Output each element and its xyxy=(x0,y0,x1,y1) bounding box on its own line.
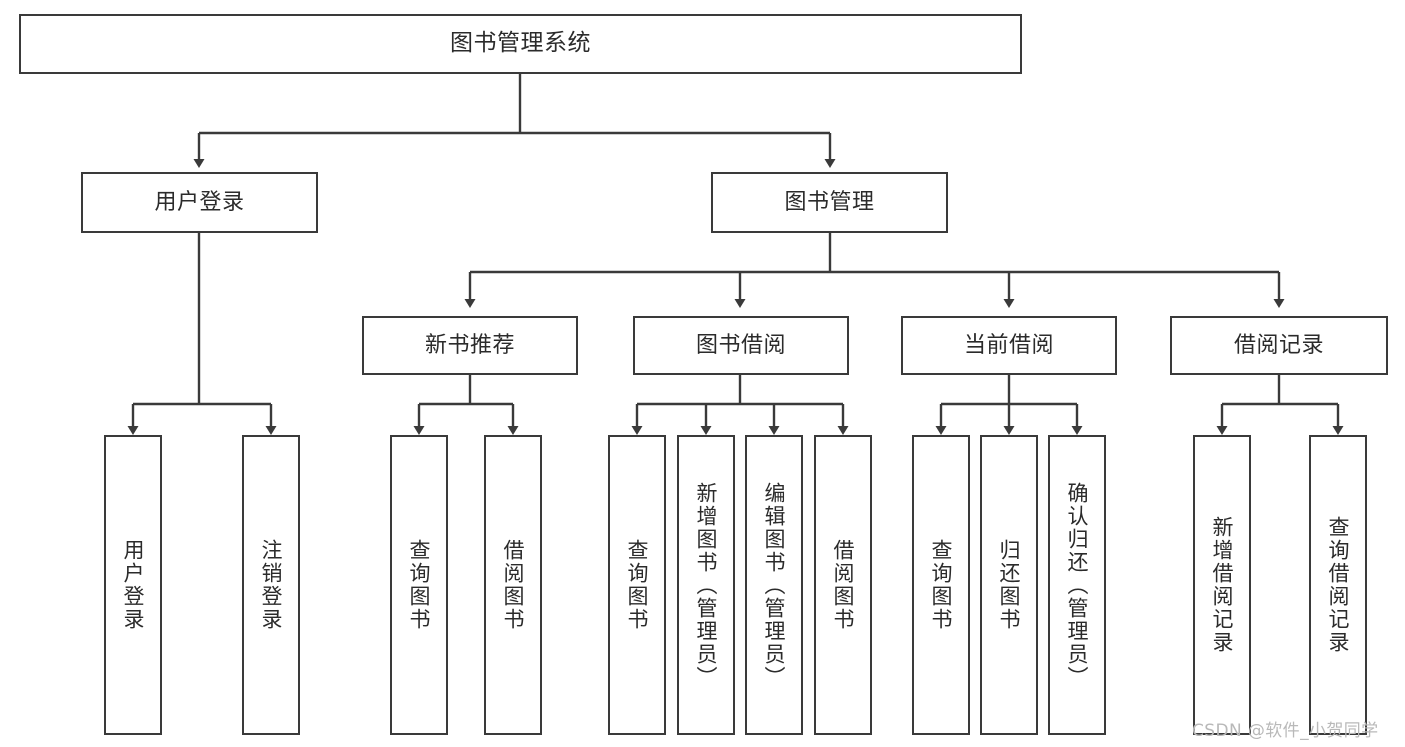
leaf-current-return-book-label: 归还图书 xyxy=(997,539,1022,631)
leaf-new-book-query-label: 查询图书 xyxy=(407,539,432,631)
leaf-new-book-borrow-label: 借阅图书 xyxy=(501,539,526,631)
leaf-user-login-signin-label: 用户登录 xyxy=(121,539,146,631)
leaf-user-login-signout-label: 注销登录 xyxy=(259,539,284,631)
node-borrow-record[interactable]: 借阅记录 xyxy=(1170,316,1388,375)
node-book-management-label: 图书管理 xyxy=(784,189,875,215)
leaf-new-book-borrow[interactable]: 借阅图书 xyxy=(484,435,542,735)
leaf-borrow-borrow-book-label: 借阅图书 xyxy=(831,539,856,631)
node-book-borrow[interactable]: 图书借阅 xyxy=(633,316,849,375)
leaf-borrow-edit-book-label: 编辑图书（管理员） xyxy=(762,481,787,689)
node-user-login[interactable]: 用户登录 xyxy=(81,172,318,233)
leaf-borrow-edit-book[interactable]: 编辑图书（管理员） xyxy=(745,435,803,735)
node-book-borrow-label: 图书借阅 xyxy=(695,332,786,358)
node-borrow-record-label: 借阅记录 xyxy=(1233,332,1324,358)
node-current-borrow[interactable]: 当前借阅 xyxy=(901,316,1117,375)
leaf-borrow-query-book[interactable]: 查询图书 xyxy=(608,435,666,735)
leaf-borrow-add-book-label: 新增图书（管理员） xyxy=(694,481,719,689)
leaf-borrow-borrow-book[interactable]: 借阅图书 xyxy=(814,435,872,735)
leaf-user-login-signout[interactable]: 注销登录 xyxy=(242,435,300,735)
leaf-new-book-query[interactable]: 查询图书 xyxy=(390,435,448,735)
leaf-record-add[interactable]: 新增借阅记录 xyxy=(1193,435,1251,735)
node-book-management[interactable]: 图书管理 xyxy=(711,172,948,233)
leaf-record-query[interactable]: 查询借阅记录 xyxy=(1309,435,1367,735)
leaf-current-return-book[interactable]: 归还图书 xyxy=(980,435,1038,735)
leaf-record-query-label: 查询借阅记录 xyxy=(1326,516,1351,654)
leaf-record-add-label: 新增借阅记录 xyxy=(1210,516,1235,654)
node-current-borrow-label: 当前借阅 xyxy=(963,332,1054,358)
node-new-book-recommend-label: 新书推荐 xyxy=(424,332,515,358)
leaf-current-confirm-return[interactable]: 确认归还（管理员） xyxy=(1048,435,1106,735)
node-new-book-recommend[interactable]: 新书推荐 xyxy=(362,316,578,375)
leaf-user-login-signin[interactable]: 用户登录 xyxy=(104,435,162,735)
node-root[interactable]: 图书管理系统 xyxy=(19,14,1022,74)
node-user-login-label: 用户登录 xyxy=(154,189,245,215)
leaf-current-confirm-return-label: 确认归还（管理员） xyxy=(1065,481,1090,689)
csdn-watermark: CSDN @软件_小贺同学 xyxy=(1192,721,1379,741)
leaf-current-query-book[interactable]: 查询图书 xyxy=(912,435,970,735)
leaf-borrow-query-book-label: 查询图书 xyxy=(625,539,650,631)
node-root-label: 图书管理系统 xyxy=(450,30,591,57)
leaf-current-query-book-label: 查询图书 xyxy=(929,539,954,631)
leaf-borrow-add-book[interactable]: 新增图书（管理员） xyxy=(677,435,735,735)
